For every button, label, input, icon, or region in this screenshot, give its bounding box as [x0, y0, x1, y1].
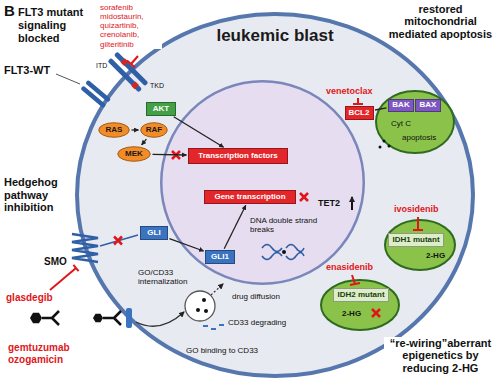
- label-layer: BFLT3 mutant signaling blockedFLT3-WTsor…: [0, 0, 500, 367]
- receptor-label: FLT3-WT: [4, 64, 64, 77]
- node-label: RAF: [146, 126, 162, 135]
- region-label: leukemic blast: [215, 26, 335, 46]
- idh1-box: IDH1 mutant: [388, 233, 444, 247]
- node-label: BAX: [420, 101, 437, 110]
- node-label: GLI1: [211, 253, 229, 262]
- receptor-label: SMO: [44, 256, 70, 268]
- endosome: [185, 291, 215, 321]
- receptor-chain: [80, 86, 106, 109]
- inhibition-line: [417, 217, 419, 230]
- inhibition-bar: [413, 229, 423, 231]
- process-note: CD33 degrading: [228, 318, 292, 327]
- mutation-label: ITD: [96, 62, 114, 70]
- section-heading: restored mitochondrial mediated apoptosi…: [384, 3, 497, 41]
- cd33-receptor: [126, 308, 132, 328]
- inhibition-bar: [127, 61, 135, 68]
- node-label: GLI: [147, 229, 160, 238]
- raf-oval: RAF: [140, 122, 168, 138]
- mek-oval-outline: [118, 147, 151, 162]
- nucleus: DNA double strand breaks TET2 Transcriptio…: [160, 80, 365, 285]
- nucleus-outline: [161, 81, 364, 284]
- section-heading: Hedgehog pathway inhibition: [4, 176, 88, 214]
- akt-box: AKT: [146, 102, 176, 116]
- process-note: GO/CD33 internalization: [138, 268, 208, 286]
- bcl2-box: BCL2: [345, 106, 374, 120]
- drug-payload: [93, 314, 103, 323]
- mitochondrion: Cyt C apoptosis BAK BAX: [375, 90, 455, 154]
- gli-box: GLI: [140, 226, 168, 240]
- mutation-label: TKD: [150, 82, 170, 90]
- ras-oval-outline: [99, 123, 130, 138]
- process-note: GO binding to CD33: [186, 346, 278, 355]
- node-label: RAS: [106, 126, 123, 135]
- mitochondrion-outline: [321, 280, 399, 330]
- ras-oval: RAS: [98, 122, 130, 138]
- drug-dot: [204, 309, 208, 313]
- node-label: BCL2: [349, 109, 370, 118]
- region-label: TET2: [318, 198, 348, 208]
- raf-oval-outline: [141, 123, 168, 138]
- gli1-box: GLI1: [205, 250, 235, 264]
- node-label: Transcription factors: [198, 152, 278, 161]
- drug-label: venetoclax: [326, 86, 376, 96]
- nucleus-shape: [160, 80, 365, 285]
- transcription-box: Gene transcription: [204, 190, 296, 204]
- drug-payload: [30, 313, 42, 323]
- drug-label: gemtuzumab ozogamicin: [8, 342, 98, 365]
- cd33-fragment: [211, 328, 216, 330]
- region-label: Cyt C: [391, 119, 421, 128]
- region-label: 2-HG: [342, 309, 368, 318]
- node-label: MEK: [125, 150, 143, 159]
- drug-label: sorafenib midostaurin, quizartinib, cren…: [100, 3, 162, 49]
- drug-label: glasdegib: [6, 292, 66, 304]
- cytochrome-dot: [388, 145, 391, 148]
- node-label: IDH2 mutant: [337, 291, 384, 300]
- increase-arrow: [351, 197, 353, 210]
- leader-line: [56, 74, 80, 84]
- node-label: AKT: [153, 105, 169, 114]
- cytochrome-dot: [383, 140, 386, 143]
- cd33-fragment: [203, 325, 208, 327]
- bax-box: BAX: [415, 99, 441, 112]
- mitochondrion-outline: [385, 220, 455, 270]
- inhibition-bar: [353, 103, 363, 105]
- itd-mutation: [121, 58, 129, 66]
- inhibition-line: [50, 268, 76, 290]
- mitochondrion-outline: [376, 91, 454, 153]
- node-label: Gene transcription: [214, 193, 285, 202]
- drug-label: enasidenib: [326, 262, 376, 272]
- process-note: drug diffusion: [232, 292, 290, 301]
- section-heading: “re-wiring”aberrant epigenetics by reduc…: [384, 337, 497, 375]
- region-label: apoptosis: [402, 133, 444, 142]
- mitochondrion: 2-HG IDH1 mutant: [384, 219, 456, 271]
- drug-dot: [202, 298, 206, 302]
- transcription-box: Transcription factors: [188, 148, 288, 164]
- section-heading: FLT3 mutant signaling blocked: [18, 6, 98, 44]
- cytochrome-dot: [379, 146, 382, 149]
- cell-outline-outline: [77, 14, 473, 376]
- pathway-arrow: [132, 129, 139, 130]
- region-label: DNA double strand breaks: [250, 216, 320, 234]
- mitochondrion-shape: [320, 279, 400, 331]
- cd33-fragment: [219, 324, 224, 326]
- drug-dot: [282, 250, 286, 254]
- mitochondrion: 2-HG IDH2 mutant: [320, 279, 400, 331]
- drug-dot: [196, 308, 200, 312]
- idh2-box: IDH2 mutant: [333, 288, 389, 302]
- inhibition-bar: [73, 265, 78, 271]
- antibody-symbol: [103, 311, 121, 325]
- node-label: IDH1 mutant: [392, 236, 439, 245]
- antibody-symbol: [42, 311, 59, 325]
- mek-oval: MEK: [117, 146, 151, 162]
- region-label: 2-HG: [426, 251, 452, 260]
- bak-box: BAK: [388, 99, 414, 112]
- node-label: BAK: [392, 101, 409, 110]
- drug-label: ivosidenib: [394, 204, 444, 214]
